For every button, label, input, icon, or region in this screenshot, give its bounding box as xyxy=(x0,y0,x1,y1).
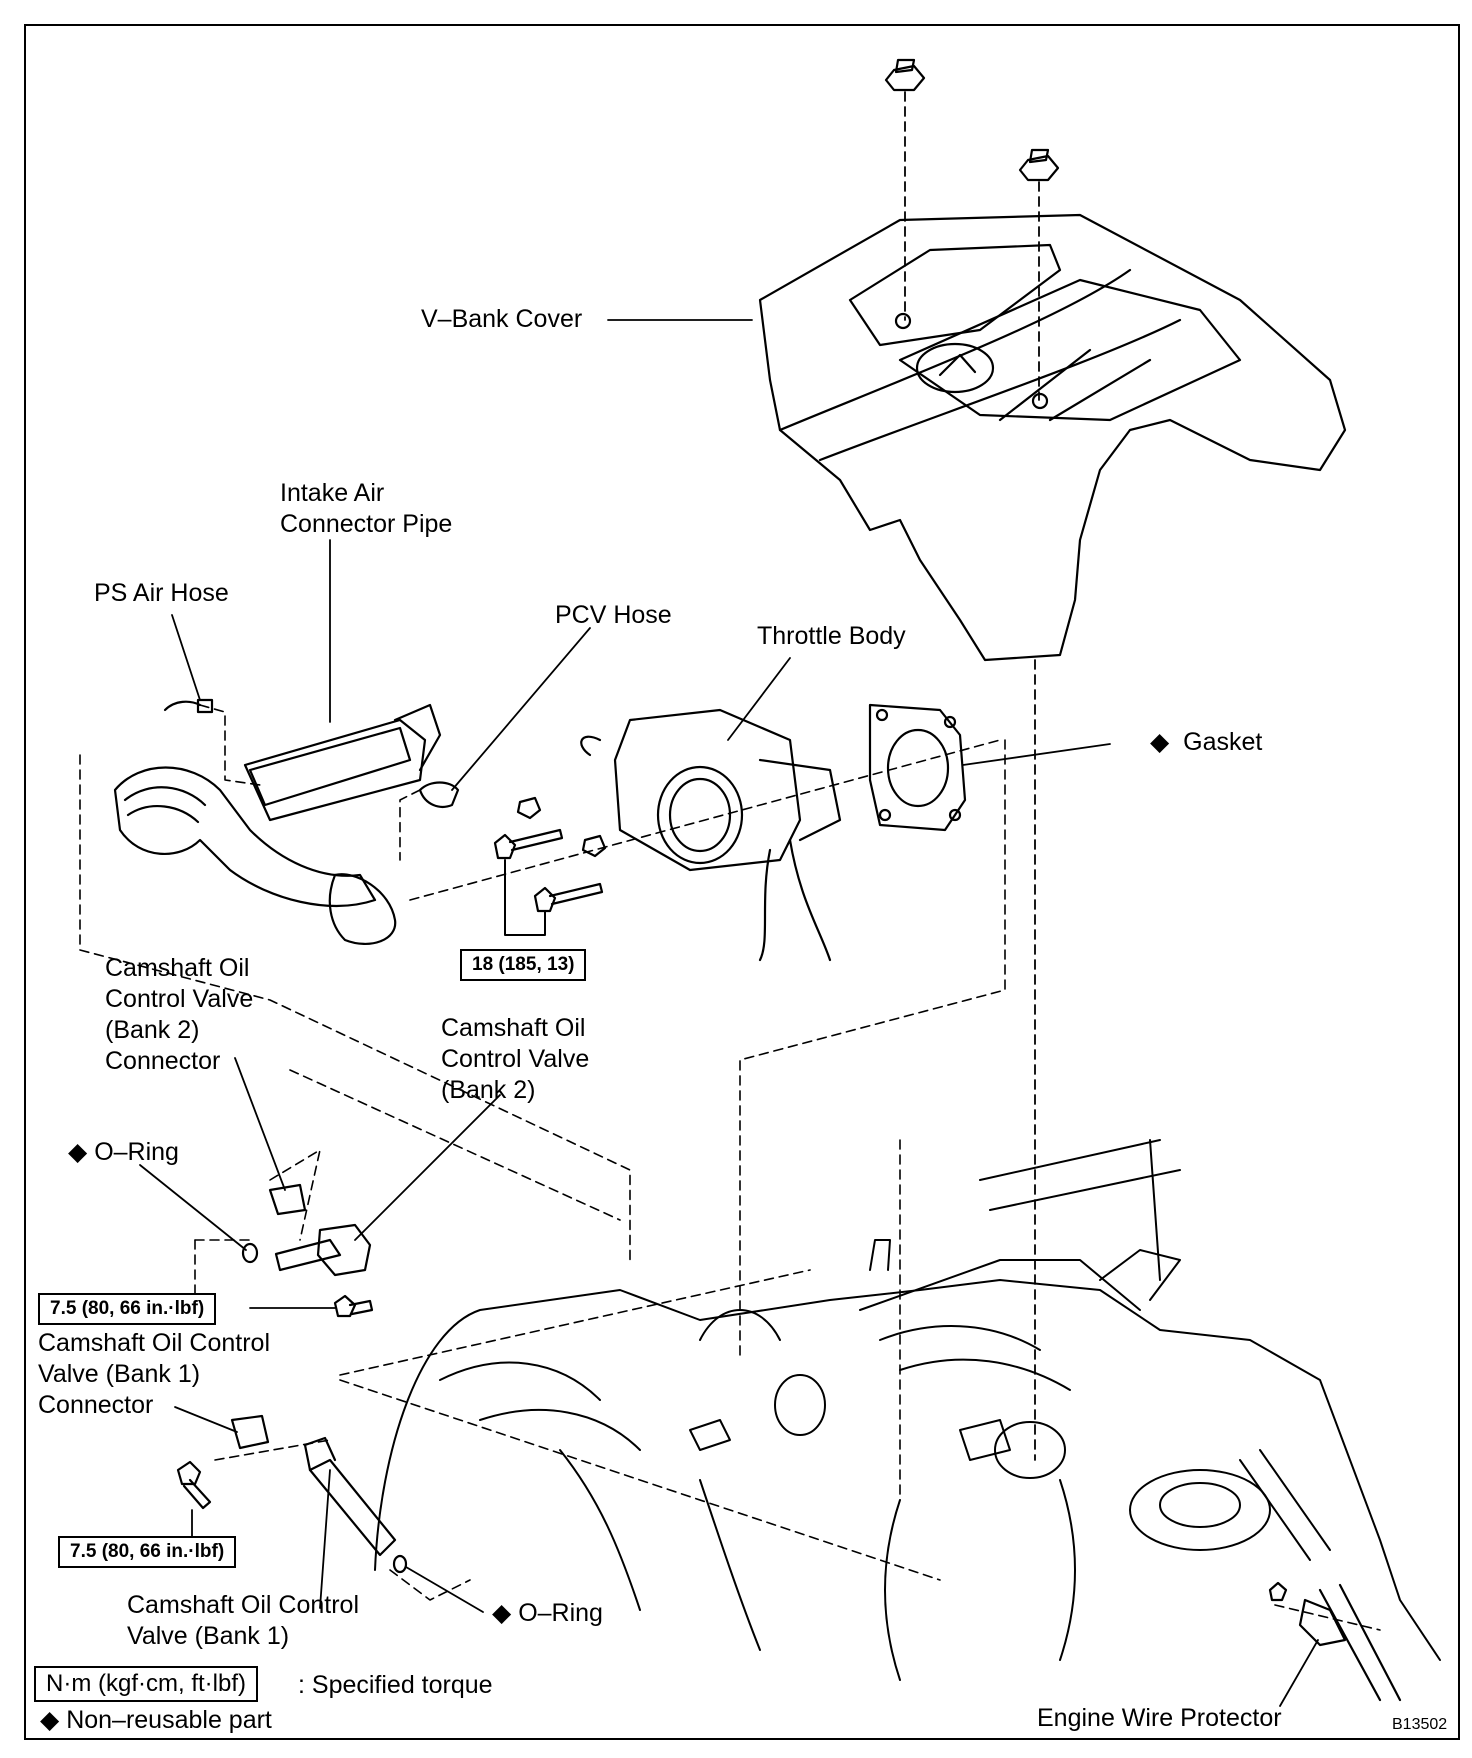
throttle-bolt-torque-box: 18 (185, 13) xyxy=(460,949,587,981)
engine-wire-protector-part xyxy=(1268,1581,1402,1702)
torque-legend-desc: : Specified torque xyxy=(298,1671,493,1699)
torque-legend-box: N·m (kgf·cm, ft·lbf) xyxy=(34,1666,258,1702)
assembly-dash-lines xyxy=(79,704,1381,1631)
cam-ocv-bank1-connector-label: Camshaft Oil Control Valve (Bank 1) Conn… xyxy=(38,1329,271,1419)
pcv-hose-label: PCV Hose xyxy=(555,601,672,629)
figure-code: B13502 xyxy=(1392,1716,1448,1733)
ps-air-hose-part xyxy=(163,698,214,714)
cam-ocv-bank2-label: Camshaft Oil Control Valve (Bank 2) xyxy=(441,1014,590,1104)
bank1-bolt-torque-box: 7.5 (80, 66 in.·lbf) xyxy=(58,1536,237,1568)
nonreusable-diamond-icon: ◆ xyxy=(40,1706,60,1734)
intake-air-connector-pipe-part xyxy=(113,703,442,945)
cam-ocv-bank2-part xyxy=(241,1183,372,1277)
engine-assembly xyxy=(374,1139,1441,1681)
diagram-frame xyxy=(24,24,1460,1740)
o-ring-upper-label: ◆ O–Ring xyxy=(68,1138,179,1166)
v-bank-cover-part xyxy=(758,213,1347,662)
pcv-hose-part xyxy=(418,781,460,808)
cam-ocv-bank2-bolt xyxy=(333,1294,374,1318)
throttle-body-part xyxy=(580,708,842,962)
cover-nut-2 xyxy=(1018,148,1060,182)
nonreusable-diamond-icon: ◆ xyxy=(492,1599,512,1627)
gasket-label: ◆ Gasket xyxy=(1150,728,1263,756)
cam-ocv-bank2-connector-label: Camshaft Oil Control Valve (Bank 2) Conn… xyxy=(105,954,254,1075)
intake-air-connector-pipe-label: Intake Air Connector Pipe xyxy=(280,479,453,538)
cam-ocv-bank1-label: Camshaft Oil Control Valve (Bank 1) xyxy=(127,1591,360,1650)
cam-ocv-bank1-bolt xyxy=(176,1460,212,1510)
throttle-body-label: Throttle Body xyxy=(757,622,906,650)
engine-wire-protector-label: Engine Wire Protector xyxy=(1037,1704,1282,1732)
leader-lines xyxy=(139,319,1319,1707)
nonreusable-legend: ◆ Non–reusable part xyxy=(40,1706,272,1734)
v-bank-cover-label: V–Bank Cover xyxy=(421,305,583,333)
nonreusable-diamond-icon: ◆ xyxy=(1150,728,1170,756)
bank2-bolt-torque-box: 7.5 (80, 66 in.·lbf) xyxy=(38,1293,217,1325)
nonreusable-diamond-icon: ◆ xyxy=(68,1138,88,1166)
throttle-bolts xyxy=(493,796,607,913)
o-ring-lower-label: ◆ O–Ring xyxy=(492,1599,603,1627)
cam-ocv-bank1-part xyxy=(230,1414,408,1574)
cover-nut-1 xyxy=(884,58,926,92)
gasket-part xyxy=(868,703,967,832)
ps-air-hose-label: PS Air Hose xyxy=(94,579,229,607)
